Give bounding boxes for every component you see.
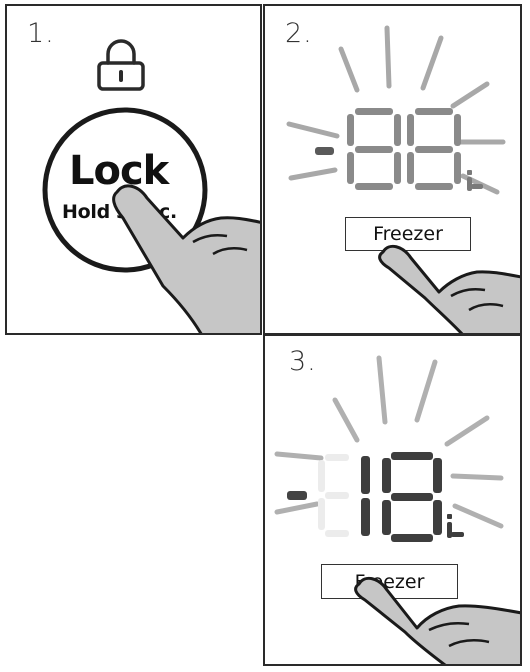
pointing-hand-icon bbox=[112, 184, 260, 333]
ghost-digit bbox=[318, 454, 349, 537]
segment-digit-1 bbox=[361, 456, 370, 536]
segment-digit-8 bbox=[382, 452, 442, 542]
freezer-display-set bbox=[274, 355, 504, 542]
pointing-hand-icon bbox=[378, 244, 520, 333]
segment-display bbox=[315, 108, 483, 191]
lock-button-label: Lock bbox=[69, 148, 169, 194]
freezer-display-flashing bbox=[286, 25, 506, 195]
step-3-panel: 3. bbox=[263, 334, 522, 666]
pointing-hand-icon bbox=[354, 576, 520, 664]
segment-digit-8 bbox=[407, 108, 461, 190]
step-number: 1. bbox=[27, 18, 55, 49]
segment-display bbox=[287, 452, 464, 542]
minus-segment bbox=[287, 491, 307, 500]
minus-segment bbox=[315, 147, 334, 155]
celsius-unit bbox=[447, 514, 464, 538]
step-2-panel: 2. bbox=[263, 4, 522, 335]
step-number: 2. bbox=[285, 18, 313, 49]
segment-digit-8 bbox=[347, 108, 401, 190]
step-1-panel: 1. Lock Hold 3 sec. bbox=[5, 4, 262, 335]
padlock-icon bbox=[97, 39, 145, 91]
flash-rays bbox=[274, 355, 504, 529]
celsius-unit bbox=[467, 170, 483, 191]
step-number: 3. bbox=[289, 346, 317, 377]
freezer-button[interactable]: Freezer bbox=[345, 217, 471, 251]
